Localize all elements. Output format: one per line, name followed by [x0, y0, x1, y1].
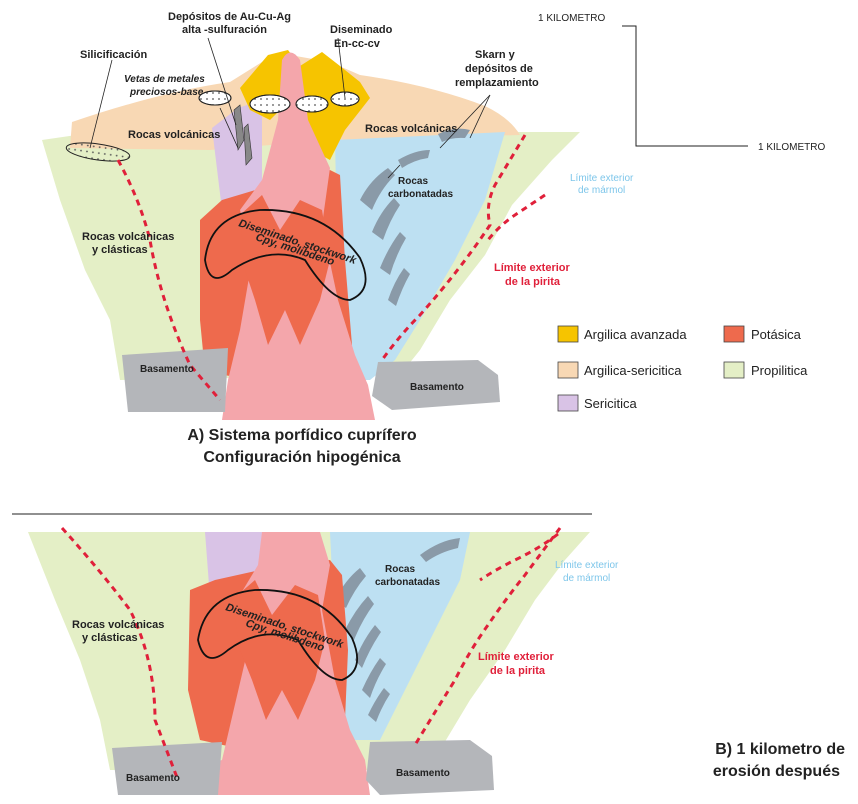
legend-label-argilica-avanzada: Argilica avanzada — [584, 327, 687, 342]
label-skarn-3: remplazamiento — [455, 77, 539, 89]
label-rocas-volcanicas-clasticas-2-b: y clásticas — [82, 632, 138, 644]
label-rocas-volcanicas-clasticas-2: y clásticas — [92, 244, 148, 256]
label-rocas-volcanicas-right: Rocas volcánicas — [365, 123, 457, 135]
label-rocas-carbonatadas-1: Rocas — [398, 176, 428, 187]
label-diseminado-2: En-cc-cv — [334, 38, 381, 50]
label-basamento-right: Basamento — [410, 382, 464, 393]
label-basamento-left-b: Basamento — [126, 773, 180, 784]
legend-swatch-argilica-avanzada — [558, 326, 578, 342]
legend-label-propilitica: Propilitica — [751, 363, 808, 378]
label-rocas-carbonatadas-2: carbonatadas — [388, 189, 453, 200]
label-limite-marmol-1: Límite exterior — [570, 173, 634, 184]
label-rocas-carbonatadas-1-b: Rocas — [385, 564, 415, 575]
legend-item-potasica: Potásica — [724, 326, 802, 342]
label-limite-pirita-2-b: de la pirita — [490, 665, 546, 677]
label-depositos-2: alta -sulfuración — [182, 24, 267, 36]
label-silicificacion: Silicificación — [80, 49, 148, 61]
caption-b-line-2: erosión después — [713, 763, 840, 780]
diagram-b: Rocas carbonatadas Rocas volcánicas y cl… — [12, 514, 845, 795]
legend-item-sericitica: Sericitica — [558, 395, 638, 411]
legend: Argilica avanzada Potásica Argilica-seri… — [558, 326, 808, 411]
label-limite-marmol-1-b: Límite exterior — [555, 560, 619, 571]
legend-label-potasica: Potásica — [751, 327, 802, 342]
legend-item-argilica-avanzada: Argilica avanzada — [558, 326, 687, 342]
legend-label-sericitica: Sericitica — [584, 396, 638, 411]
legend-item-propilitica: Propilitica — [724, 362, 808, 378]
label-diseminado-1: Diseminado — [330, 24, 393, 36]
caption-a-line-2: Configuración hipogénica — [203, 449, 400, 466]
label-rocas-volcanicas-clasticas-1: Rocas volcánicas — [82, 231, 174, 243]
label-rocas-volcanicas-left: Rocas volcánicas — [128, 129, 220, 141]
label-skarn-2: depósitos de — [465, 63, 533, 75]
caption-b-line-1: B) 1 kilometro de — [715, 741, 845, 758]
basement-left-a — [122, 348, 228, 412]
legend-item-argilica-sericitica: Argilica-sericitica — [558, 362, 682, 378]
scale-horizontal-label: 1 KILOMETRO — [758, 142, 825, 153]
label-skarn-1: Skarn y — [475, 49, 516, 61]
label-vetas-1: Vetas de metales — [124, 74, 205, 85]
scale-vertical-label: 1 KILOMETRO — [538, 13, 605, 24]
basement-left-b — [112, 742, 222, 795]
label-limite-pirita-1: Límite exterior — [494, 262, 571, 274]
label-limite-pirita-1-b: Límite exterior — [478, 651, 555, 663]
label-vetas-2: preciosos-base — [129, 87, 204, 98]
legend-label-argilica-sericitica: Argilica-sericitica — [584, 363, 682, 378]
legend-swatch-argilica-sericitica — [558, 362, 578, 378]
label-basamento-right-b: Basamento — [396, 768, 450, 779]
label-rocas-volcanicas-clasticas-1-b: Rocas volcánicas — [72, 619, 164, 631]
label-basamento-left: Basamento — [140, 364, 194, 375]
legend-swatch-potasica — [724, 326, 744, 342]
label-limite-pirita-2: de la pirita — [505, 276, 561, 288]
label-rocas-carbonatadas-2-b: carbonatadas — [375, 577, 440, 588]
label-limite-marmol-2-b: de mármol — [563, 573, 610, 584]
diagram-a: Silicificación Depósitos de Au-Cu-Ag alt… — [42, 11, 634, 466]
scale-bar: 1 KILOMETRO 1 KILOMETRO — [538, 13, 825, 153]
legend-swatch-propilitica — [724, 362, 744, 378]
caption-a-line-1: A) Sistema porfídico cuprífero — [187, 427, 417, 444]
label-depositos-1: Depósitos de Au-Cu-Ag — [168, 11, 291, 23]
label-limite-marmol-2: de mármol — [578, 185, 625, 196]
legend-swatch-sericitica — [558, 395, 578, 411]
